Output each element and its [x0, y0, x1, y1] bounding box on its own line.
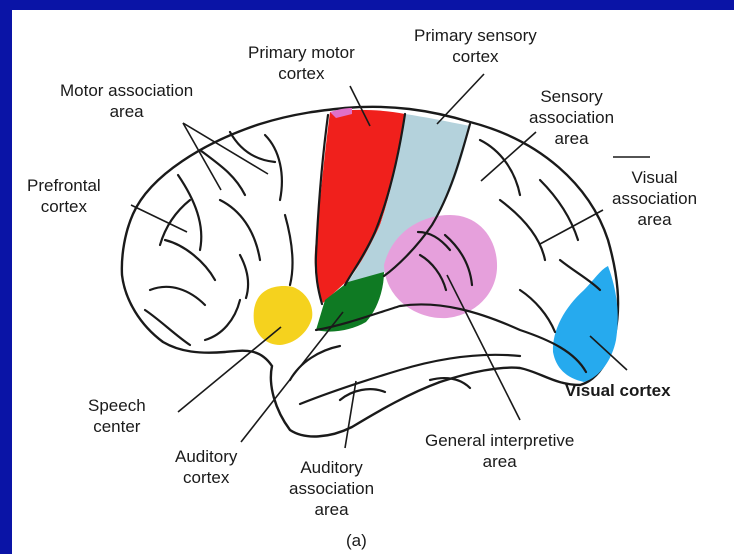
label-visual-association-area: Visual association area [612, 167, 697, 230]
label-line: Primary motor [248, 42, 355, 63]
label-line: Auditory [289, 457, 374, 478]
label-line: General interpretive [425, 430, 574, 451]
figure-caption: (a) [346, 530, 367, 551]
label-line: association [612, 188, 697, 209]
label-line: area [60, 101, 193, 122]
label-line: association [289, 478, 374, 499]
label-line: cortex [248, 63, 355, 84]
label-line: area [612, 209, 697, 230]
label-line: area [425, 451, 574, 472]
label-line: cortex [27, 196, 101, 217]
label-primary-motor-cortex: Primary motor cortex [248, 42, 355, 84]
label-line: Sensory [529, 86, 614, 107]
label-line: Primary sensory [414, 25, 537, 46]
label-line: Auditory [175, 446, 237, 467]
label-line: center [88, 416, 146, 437]
label-general-interpretive-area: General interpretive area [425, 430, 574, 472]
label-speech-center: Speech center [88, 395, 146, 437]
label-line: Speech [88, 395, 146, 416]
label-auditory-association-area: Auditory association area [289, 457, 374, 520]
label-line: area [289, 499, 374, 520]
label-visual-cortex: Visual cortex [565, 380, 671, 401]
label-line: Prefrontal [27, 175, 101, 196]
label-primary-sensory-cortex: Primary sensory cortex [414, 25, 537, 67]
label-line: association [529, 107, 614, 128]
label-line: area [529, 128, 614, 149]
label-sensory-association-area: Sensory association area [529, 86, 614, 149]
label-line: cortex [414, 46, 537, 67]
label-line: Visual [612, 167, 697, 188]
label-line: cortex [175, 467, 237, 488]
label-prefrontal-cortex: Prefrontal cortex [27, 175, 101, 217]
label-motor-association-area: Motor association area [60, 80, 193, 122]
label-line: Motor association [60, 80, 193, 101]
label-auditory-cortex: Auditory cortex [175, 446, 237, 488]
